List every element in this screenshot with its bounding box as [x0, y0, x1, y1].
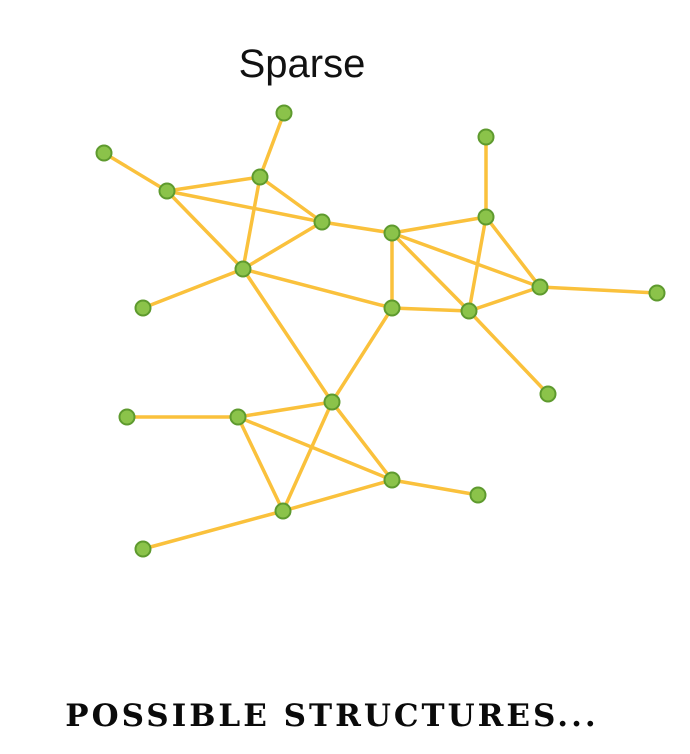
- graph-edge: [467, 309, 550, 396]
- graph-node: [274, 502, 292, 520]
- graph-edge: [467, 285, 542, 313]
- graph-node: [648, 284, 666, 302]
- graph-edge: [141, 267, 245, 310]
- graph-node: [323, 393, 341, 411]
- graph-edge: [141, 509, 285, 551]
- graph-node: [477, 208, 495, 226]
- graph-edge: [165, 175, 262, 193]
- graph-node: [118, 408, 136, 426]
- diagram-title: Sparse: [238, 42, 366, 86]
- graph-node: [531, 278, 549, 296]
- graph-node: [134, 540, 152, 558]
- graph-edge: [390, 215, 488, 235]
- graph-edge: [258, 175, 324, 224]
- graph-edge: [165, 189, 324, 224]
- graph-edge: [484, 215, 542, 289]
- graph-edge: [330, 306, 394, 404]
- caption-text: POSSIBLE STRUCTURES...: [65, 698, 599, 734]
- graph-edge: [390, 231, 471, 313]
- graph-edge: [258, 111, 286, 179]
- graph-node: [460, 302, 478, 320]
- graph-node: [539, 385, 557, 403]
- graph-nodes: [95, 104, 666, 558]
- graph-edge: [467, 215, 488, 313]
- graph-node: [469, 486, 487, 504]
- graph-node: [229, 408, 247, 426]
- graph-edge: [165, 189, 245, 271]
- graph-node: [134, 299, 152, 317]
- graph-edge: [390, 231, 542, 289]
- graph-node: [158, 182, 176, 200]
- graph-node: [383, 471, 401, 489]
- graph-edge: [241, 175, 262, 271]
- graph-node: [477, 128, 495, 146]
- graph-edge: [281, 400, 334, 513]
- graph-node: [95, 144, 113, 162]
- graph-edges: [102, 111, 659, 551]
- graph-edge: [390, 478, 480, 497]
- graph-edge: [330, 400, 394, 482]
- graph-node: [383, 299, 401, 317]
- graph-edge: [102, 151, 169, 193]
- graph-node: [275, 104, 293, 122]
- graph-edge: [241, 267, 334, 404]
- graph-node: [383, 224, 401, 242]
- graph-edge: [236, 415, 394, 482]
- graph-edge: [236, 415, 285, 513]
- graph-node: [234, 260, 252, 278]
- graph-edge: [241, 220, 324, 271]
- graph-edge: [538, 285, 659, 295]
- graph-edge: [320, 220, 394, 235]
- graph-node: [313, 213, 331, 231]
- graph-edge: [390, 306, 471, 313]
- graph-edge: [281, 478, 394, 513]
- graph-node: [251, 168, 269, 186]
- graph-edge: [241, 267, 394, 310]
- graph-edge: [236, 400, 334, 419]
